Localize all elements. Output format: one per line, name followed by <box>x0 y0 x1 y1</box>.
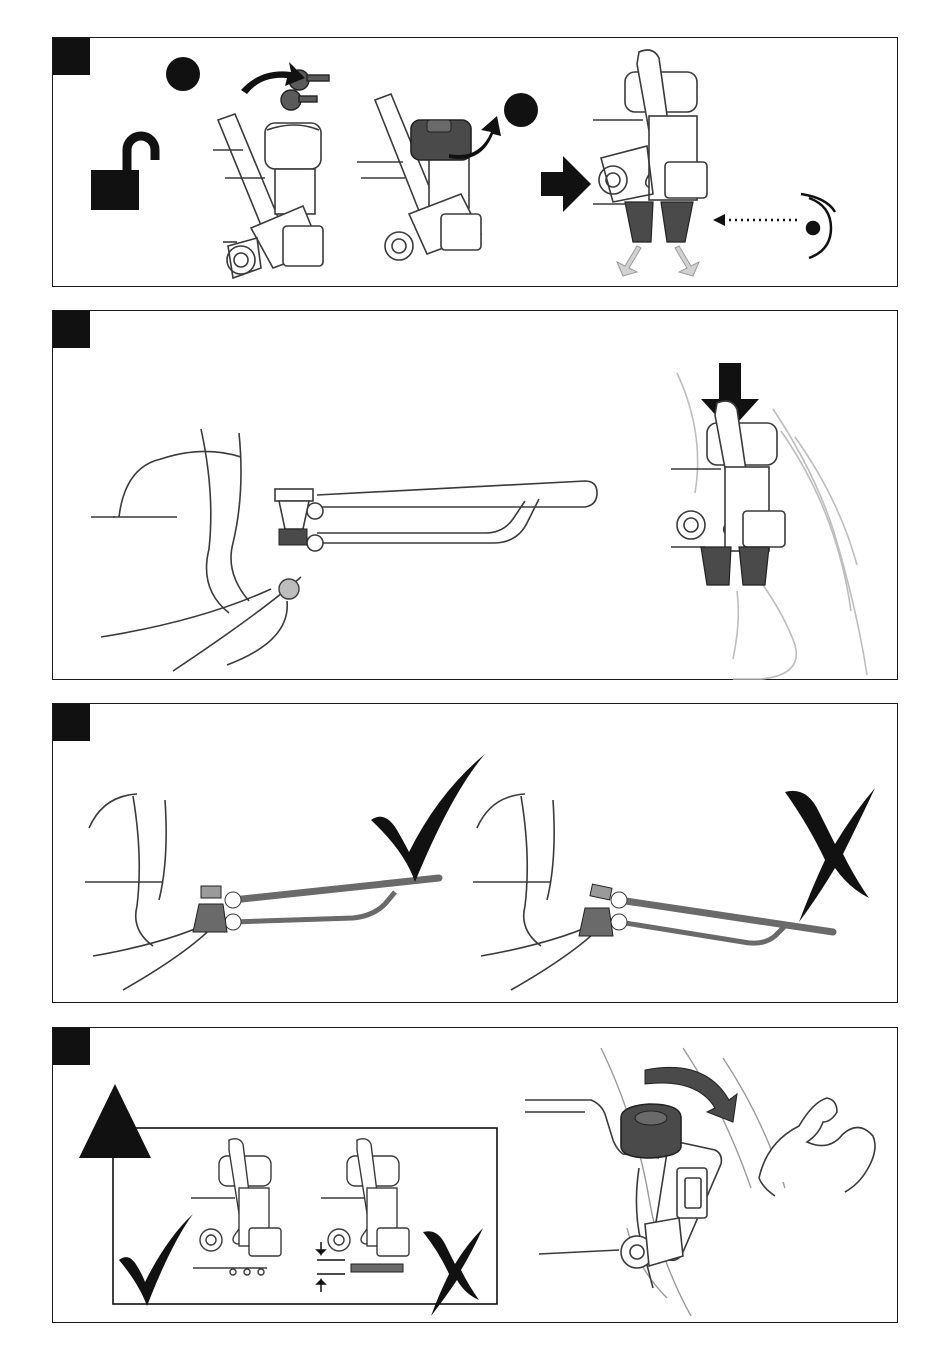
step-2-illustration <box>53 311 899 681</box>
cross-icon <box>785 788 875 922</box>
warning-inset-box <box>113 1128 497 1304</box>
clamp-jaws <box>351 1264 403 1272</box>
car-rear-outline <box>91 429 301 671</box>
bike-carrier-arm <box>275 481 597 551</box>
step-2-mount-panel <box>52 310 898 680</box>
flexed-arm-icon <box>759 1098 875 1196</box>
step-circle-a <box>166 57 200 91</box>
eye-icon <box>801 194 835 258</box>
arrow-right-icon <box>541 156 591 212</box>
clamp-jaws <box>701 547 769 585</box>
bike-carrier-arm-level <box>193 878 439 932</box>
clamp-with-key-illustration <box>213 114 323 278</box>
car-rear-outline <box>473 794 607 990</box>
step-circle-b <box>504 93 538 127</box>
clamp-jaws <box>625 202 693 242</box>
clamp-dark-knob-illustration <box>357 94 481 260</box>
car-rear-outline <box>85 794 219 990</box>
clamp-jaws <box>279 529 307 545</box>
warning-triangle-icon <box>79 1084 151 1158</box>
unlock-padlock-icon <box>91 136 155 210</box>
step-1-unlock-panel <box>52 37 898 287</box>
bike-carrier-arm-tilted <box>579 884 833 943</box>
step-3-alignment-panel <box>52 703 898 1003</box>
clamp-front-illustration <box>671 401 785 551</box>
clamp-front-illustration <box>593 50 707 204</box>
step-1-illustration <box>53 38 899 288</box>
open-arrows <box>617 246 699 276</box>
step-4-tighten-panel <box>52 1027 898 1323</box>
step-4-illustration <box>53 1028 899 1324</box>
checkmark-icon <box>371 754 485 882</box>
step-3-illustration <box>53 704 899 1004</box>
